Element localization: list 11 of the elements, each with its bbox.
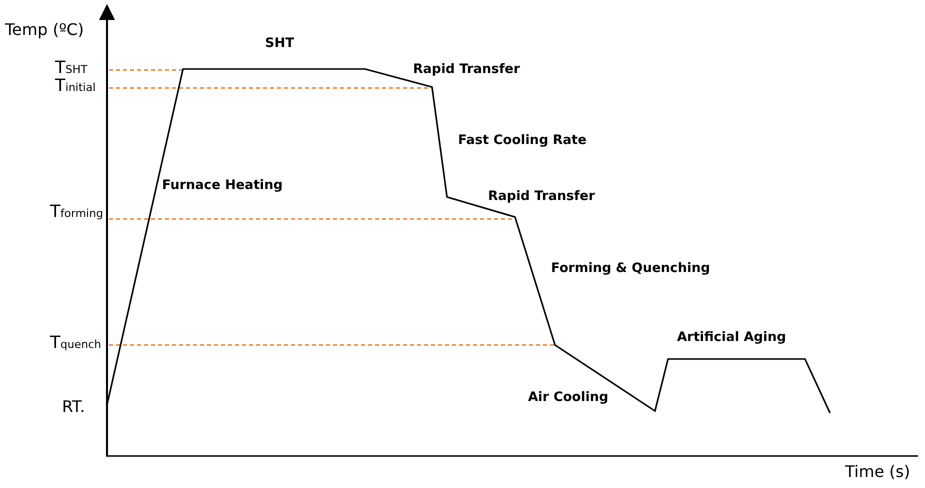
phase-label: Rapid Transfer [488,189,595,204]
axis-title: Time (s) [845,462,910,481]
phase-label: Forming & Quenching [551,261,710,276]
phase-label: Fast Cooling Rate [458,133,587,148]
phase-label: SHT [265,36,294,51]
phase-label: Artificial Aging [677,330,786,345]
axis-title: Temp (ºC) [5,20,84,39]
phase-label: Air Cooling [528,390,608,405]
phase-label: Furnace Heating [162,178,283,193]
phase-label: Rapid Transfer [413,62,520,77]
axis-tick-label: RT. [62,397,85,416]
